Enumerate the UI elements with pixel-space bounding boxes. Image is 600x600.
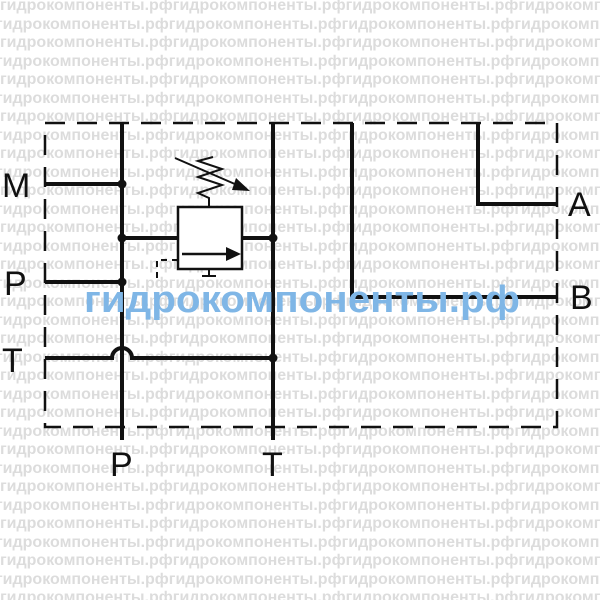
junction-dot xyxy=(117,277,127,287)
watermark-row: гидрокомпоненты.рфгидрокомпоненты.рфгидр… xyxy=(0,330,600,347)
pilot-dashed-line xyxy=(156,259,178,282)
watermark-row: гидрокомпоненты.рфгидрокомпоненты.рфгидр… xyxy=(0,274,600,292)
watermark-row: гидрокомпоненты.рфгидрокомпоненты.рфгидр… xyxy=(0,256,600,273)
port-label-a: A xyxy=(568,186,591,224)
watermark-row: гидрокомпоненты.рфгидрокомпоненты.рфгидр… xyxy=(0,89,600,107)
relief-valve-arrowhead xyxy=(226,247,241,261)
junction-dot xyxy=(117,233,127,243)
watermark-row: гидрокомпоненты.рфгидрокомпоненты.рфгидр… xyxy=(0,589,600,600)
port-label-b: B xyxy=(570,279,593,317)
adjust-arrow-line xyxy=(174,157,245,189)
port-label-t-bottom: T xyxy=(262,446,283,484)
watermark-row: гидрокомпоненты.рфгидрокомпоненты.рфгидр… xyxy=(0,348,600,366)
watermark-row: гидрокомпоненты.рфгидрокомпоненты.рфгидр… xyxy=(0,108,600,125)
watermark-row: гидрокомпоненты.рфгидрокомпоненты.рфгидр… xyxy=(0,182,600,199)
t-line xyxy=(45,346,273,360)
watermark-row: гидрокомпоненты.рфгидрокомпоненты.рфгидр… xyxy=(0,0,600,14)
watermark-row: гидрокомпоненты.рфгидрокомпоненты.рфгидр… xyxy=(0,145,600,162)
adjust-arrowhead xyxy=(232,178,250,191)
valve-envelope xyxy=(43,121,559,429)
watermark-row: гидрокомпоненты.рфгидрокомпоненты.рфгидр… xyxy=(0,311,600,329)
watermark-row: гидрокомпоненты.рфгидрокомпоненты.рфгидр… xyxy=(0,533,600,551)
watermark-row: гидрокомпоненты.рфгидрокомпоненты.рфгидр… xyxy=(0,163,600,181)
watermark-row: гидрокомпоненты.рфгидрокомпоненты.рфгидр… xyxy=(0,496,600,514)
junction-dot xyxy=(117,179,127,189)
watermark-row: гидрокомпоненты.рфгидрокомпоненты.рфгидр… xyxy=(0,404,600,421)
watermark-row: гидрокомпоненты.рфгидрокомпоненты.рфгидр… xyxy=(0,385,600,403)
junction-dot xyxy=(268,353,278,363)
port-label-t-left: T xyxy=(2,342,23,380)
watermark-row: гидрокомпоненты.рфгидрокомпоненты.рфгидр… xyxy=(0,459,600,477)
spring-icon xyxy=(194,156,226,207)
watermark-row: гидрокомпоненты.рфгидрокомпоненты.рфгидр… xyxy=(0,515,600,532)
port-label-m: M xyxy=(2,167,30,205)
watermark-row: гидрокомпоненты.рфгидрокомпоненты.рфгидр… xyxy=(0,15,600,33)
watermark-row: гидрокомпоненты.рфгидрокомпоненты.рфгидр… xyxy=(0,367,600,384)
brand-watermark: гидрокомпоненты.рф xyxy=(84,279,520,321)
b-line xyxy=(350,123,557,299)
watermark-row: гидрокомпоненты.рфгидрокомпоненты.рфгидр… xyxy=(0,71,600,88)
watermark-row: гидрокомпоненты.рфгидрокомпоненты.рфгидр… xyxy=(0,200,600,218)
watermark-row: гидрокомпоненты.рфгидрокомпоненты.рфгидр… xyxy=(0,478,600,495)
watermark-row: гидрокомпоненты.рфгидрокомпоненты.рфгидр… xyxy=(0,570,600,588)
watermark-row: гидрокомпоненты.рфгидрокомпоненты.рфгидр… xyxy=(0,126,600,144)
port-label-p-bottom: P xyxy=(110,446,133,484)
port-label-p-left: P xyxy=(4,265,27,303)
junction-dot xyxy=(268,233,278,243)
watermark-row: гидрокомпоненты.рфгидрокомпоненты.рфгидр… xyxy=(0,34,600,51)
relief-valve-body xyxy=(176,205,244,271)
watermark-row: гидрокомпоненты.рфгидрокомпоненты.рфгидр… xyxy=(0,52,600,70)
watermark-row: гидрокомпоненты.рфгидрокомпоненты.рфгидр… xyxy=(0,237,600,255)
watermark-row: гидрокомпоненты.рфгидрокомпоненты.рфгидр… xyxy=(0,441,600,458)
watermark-row: гидрокомпоненты.рфгидрокомпоненты.рфгидр… xyxy=(0,219,600,236)
a-line xyxy=(476,123,557,206)
watermark-row: гидрокомпоненты.рфгидрокомпоненты.рфгидр… xyxy=(0,552,600,569)
